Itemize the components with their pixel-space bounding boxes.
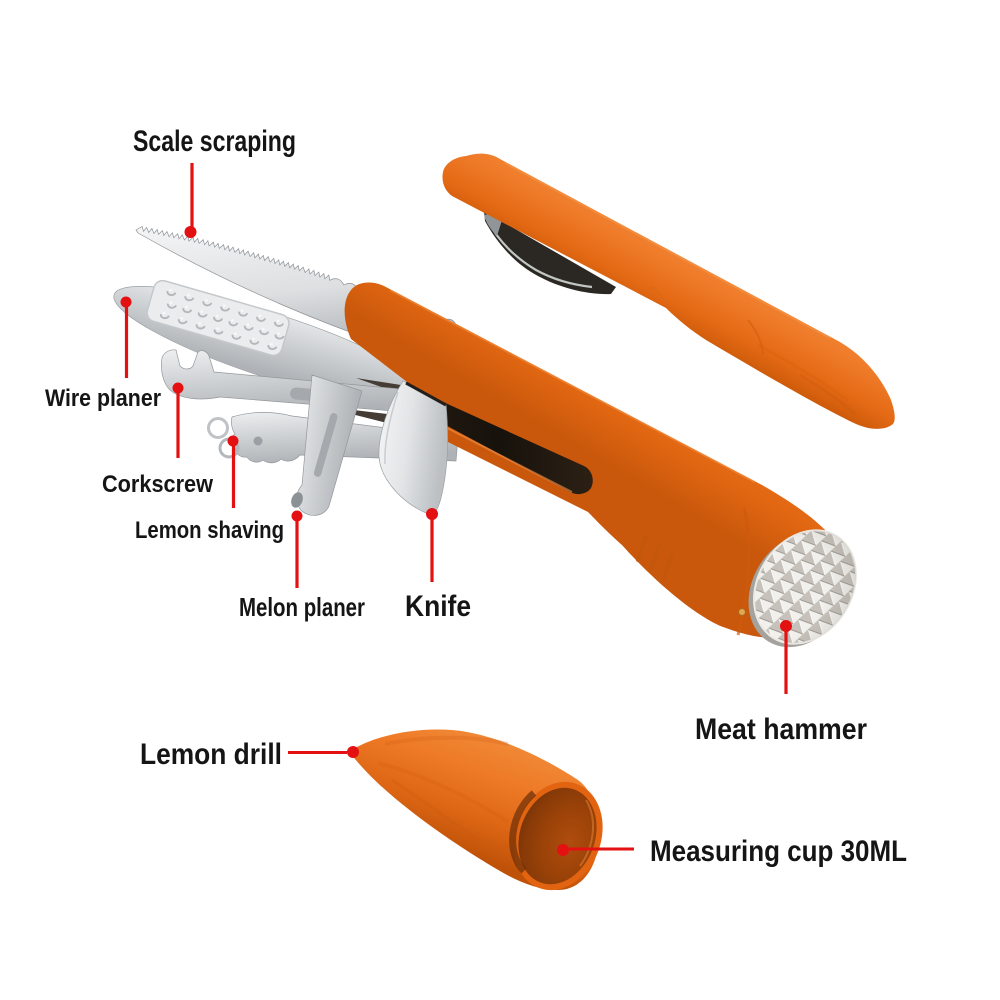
- svg-text:Melon planer: Melon planer: [239, 592, 365, 622]
- svg-text:Measuring cup 30ML: Measuring cup 30ML: [650, 835, 907, 868]
- svg-text:Lemon shaving: Lemon shaving: [135, 517, 284, 544]
- svg-text:Lemon drill: Lemon drill: [140, 738, 282, 771]
- svg-text:Scale scraping: Scale scraping: [133, 125, 296, 158]
- svg-text:Wire planer: Wire planer: [45, 385, 161, 412]
- svg-text:Corkscrew: Corkscrew: [102, 471, 213, 498]
- svg-text:Knife: Knife: [405, 590, 471, 623]
- svg-text:Meat hammer: Meat hammer: [695, 713, 867, 746]
